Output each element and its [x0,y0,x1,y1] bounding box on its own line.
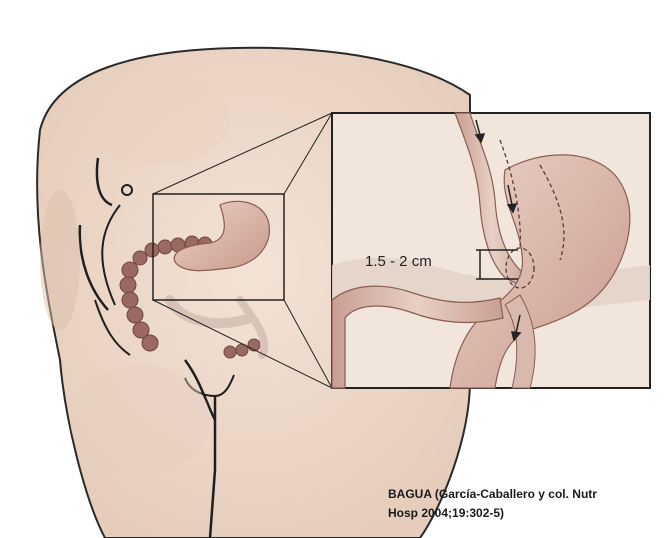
caption-line-1: BAGUA (García-Caballero y col. Nutr [388,485,658,504]
measurement-label: 1.5 - 2 cm [365,253,432,270]
caption-line-2: Hosp 2004;19:302-5) [388,504,658,523]
zoom-detail-panel [332,113,650,388]
source-caption: BAGUA (García-Caballero y col. Nutr Hosp… [388,485,658,523]
